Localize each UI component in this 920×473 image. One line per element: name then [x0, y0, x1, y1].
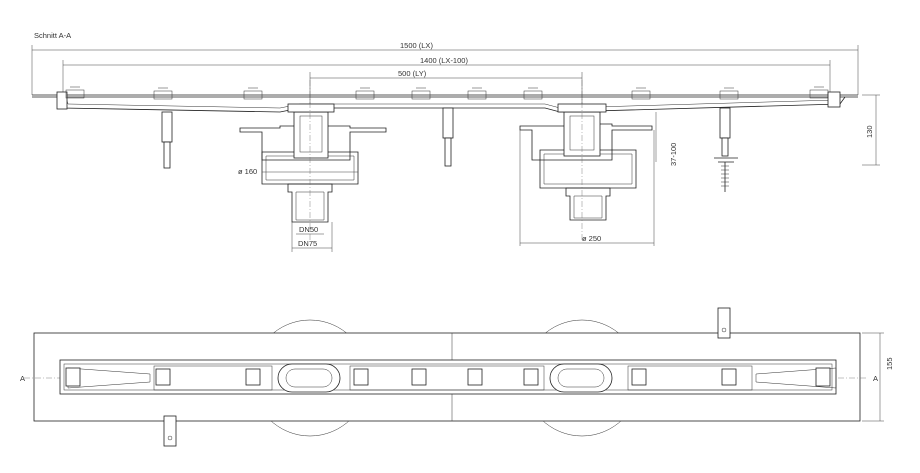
section-marker-right: A	[873, 374, 878, 383]
inner-length-label: 1400 (LX-100)	[420, 56, 468, 65]
plan-width-label: 155	[885, 357, 894, 370]
dimension-diameter-left: ø 160	[238, 167, 358, 176]
dn-inner-label: DN50	[299, 225, 318, 234]
support-feet	[161, 107, 738, 192]
outlet-spacing-label: 500 (LY)	[398, 69, 427, 78]
dimension-dn: DN50 DN75	[291, 222, 333, 252]
channel-section-profile	[32, 91, 858, 113]
right-drain-body	[519, 80, 653, 240]
dimension-height-range: 37-100	[655, 112, 678, 166]
overall-length-label: 1500 (LX)	[400, 41, 433, 50]
left-drain-body	[239, 80, 387, 240]
height-range-label: 37-100	[669, 143, 678, 166]
dimension-diameter-right: ø 250	[519, 130, 655, 246]
section-marker-left: A	[20, 374, 25, 383]
plan-view	[24, 307, 868, 447]
dimension-inner-length: 1400 (LX-100)	[62, 56, 831, 95]
dimension-height-total: 130	[862, 94, 880, 166]
dn-outer-label: DN75	[298, 239, 317, 248]
diameter-right-label: ø 250	[582, 234, 601, 243]
levelling-brackets	[65, 86, 829, 100]
height-total-label: 130	[865, 125, 874, 138]
section-title: Schnitt A-A	[34, 31, 71, 40]
diameter-left-label: ø 160	[238, 167, 257, 176]
dimension-overall-length: 1500 (LX)	[31, 41, 859, 95]
dimension-plan-width: 155	[862, 332, 894, 422]
